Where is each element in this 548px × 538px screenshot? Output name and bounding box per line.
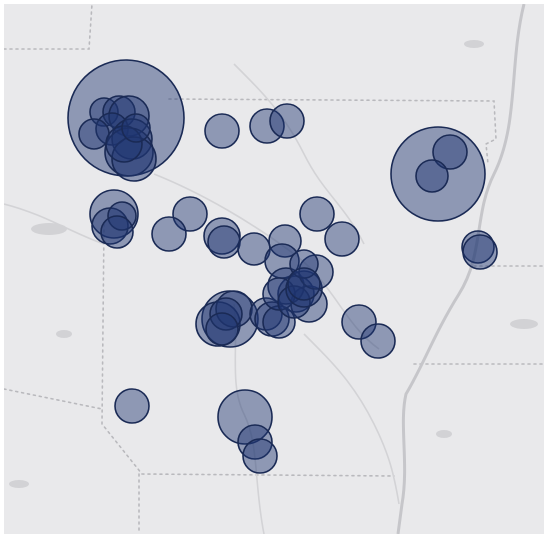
river-east <box>396 4 526 534</box>
map-point-marker[interactable] <box>78 118 110 150</box>
proportional-symbol-layer <box>67 59 498 474</box>
lake <box>9 480 29 488</box>
map-point-marker[interactable] <box>341 304 377 340</box>
lake <box>510 319 538 329</box>
lake <box>436 430 452 438</box>
river-southeast <box>303 333 400 505</box>
map-point-marker[interactable] <box>289 249 319 279</box>
map-point-marker[interactable] <box>432 134 468 170</box>
map-point-marker[interactable] <box>205 312 239 346</box>
state-boundaries <box>4 4 544 534</box>
map-point-marker[interactable] <box>269 103 305 139</box>
lake <box>31 223 67 235</box>
map-point-marker[interactable] <box>207 225 241 259</box>
map-point-marker[interactable] <box>242 438 278 474</box>
lake <box>56 330 72 338</box>
lake <box>464 40 484 48</box>
map-point-marker[interactable] <box>114 388 150 424</box>
map-frame[interactable] <box>4 4 544 534</box>
map-point-marker[interactable] <box>151 216 187 252</box>
state-boundary-north-2 <box>168 98 497 165</box>
state-boundary-west <box>101 223 395 477</box>
river-south <box>233 303 265 534</box>
lakes <box>9 40 538 488</box>
map-point-marker[interactable] <box>462 234 498 270</box>
map-point-marker[interactable] <box>121 113 151 143</box>
river-north <box>233 63 365 245</box>
map-point-marker[interactable] <box>299 196 335 232</box>
state-boundary-southwest <box>4 388 103 410</box>
map-point-marker[interactable] <box>415 159 449 193</box>
map-point-marker[interactable] <box>217 389 273 445</box>
map-point-marker[interactable] <box>360 323 396 359</box>
map-point-marker[interactable] <box>237 424 273 460</box>
map-point-marker[interactable] <box>287 267 321 301</box>
basemap <box>4 4 544 534</box>
map-point-marker[interactable] <box>100 215 134 249</box>
state-boundary-north <box>4 4 93 50</box>
map-point-marker[interactable] <box>204 113 240 149</box>
rivers <box>4 4 526 534</box>
map-point-marker[interactable] <box>105 125 143 163</box>
map-point-marker[interactable] <box>390 126 486 222</box>
map-point-marker[interactable] <box>95 112 129 146</box>
map-point-marker[interactable] <box>324 221 360 257</box>
